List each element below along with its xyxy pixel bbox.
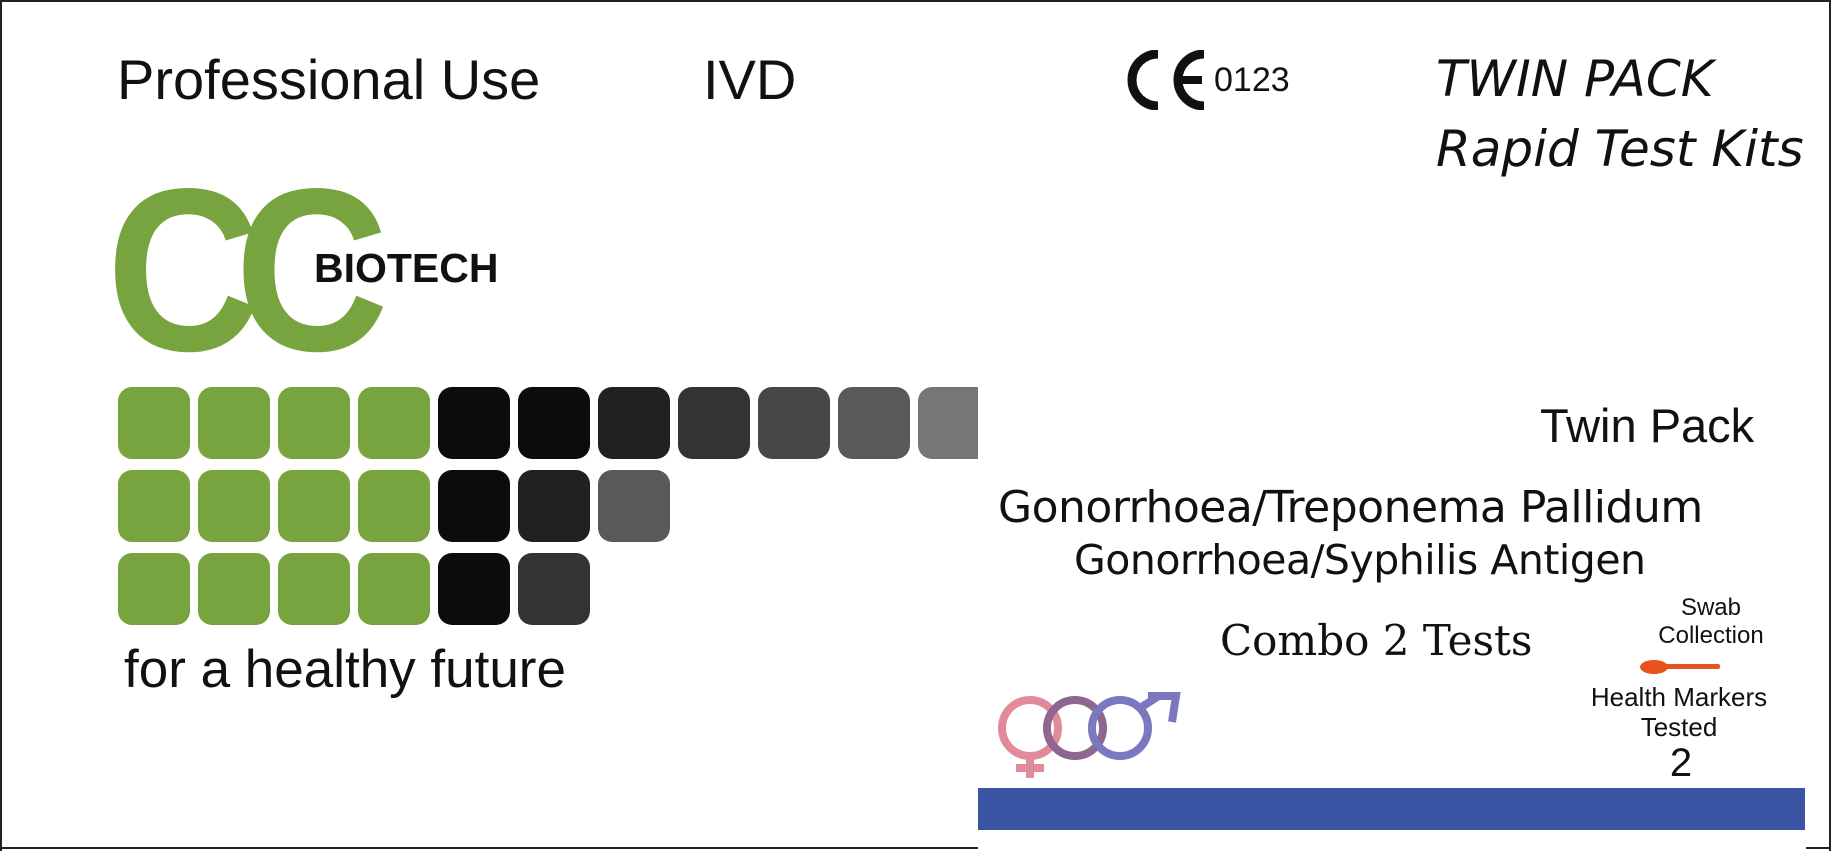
- logo-tile: [598, 387, 670, 459]
- combo-tests-label: Combo 2 Tests: [1220, 616, 1533, 665]
- logo-tile: [918, 387, 978, 459]
- logo-tile: [198, 387, 270, 459]
- accent-bar: [978, 788, 1805, 830]
- swab-collection-label: Swab Collection: [1606, 594, 1816, 650]
- kit-title-line-2: Rapid Test Kits: [1436, 120, 1804, 178]
- bottom-divider-end: [1806, 847, 1831, 849]
- logo-tile: [438, 470, 510, 542]
- logo-tile: [758, 387, 830, 459]
- markers-label-line-1: Health Markers: [1590, 682, 1768, 712]
- swab-icon: [1640, 660, 1720, 674]
- logo-tile: [438, 387, 510, 459]
- logo-tile: [518, 553, 590, 625]
- logo-tile: [598, 470, 670, 542]
- markers-label-line-2: Tested: [1640, 712, 1718, 742]
- logo-tile: [118, 553, 190, 625]
- logo-tile: [358, 553, 430, 625]
- swab-label-line-2: Collection: [1658, 622, 1764, 649]
- logo-tile: [198, 470, 270, 542]
- brand-tagline: for a healthy future: [124, 640, 566, 699]
- panel-name: Twin Pack: [1540, 399, 1755, 452]
- product-name-line-1: Gonorrhoea/Treponema Pallidum: [998, 482, 1703, 533]
- logo-tile: [118, 387, 190, 459]
- logo-tile-grid: [118, 387, 978, 625]
- kit-title: TWIN PACK Rapid Test Kits: [1436, 44, 1804, 184]
- logo-tile: [278, 387, 350, 459]
- logo-tile: [278, 553, 350, 625]
- logo-tile: [518, 387, 590, 459]
- health-markers-count: 2: [1669, 741, 1693, 785]
- swab-label-line-1: Swab: [1680, 594, 1742, 621]
- logo-tile: [838, 387, 910, 459]
- product-name-line-2: Gonorrhoea/Syphilis Antigen: [1074, 536, 1646, 584]
- logo-tile: [678, 387, 750, 459]
- professional-use-label: Professional Use: [117, 48, 541, 111]
- logo-tile: [198, 553, 270, 625]
- logo-word: BIOTECH: [314, 245, 499, 291]
- male-female-symbols-icon: [998, 692, 1181, 778]
- logo-tile: [118, 470, 190, 542]
- kit-title-line-1: TWIN PACK: [1436, 50, 1714, 108]
- logo-tile: [358, 387, 430, 459]
- logo-tile: [358, 470, 430, 542]
- ce-mark-icon: [1127, 50, 1205, 110]
- ivd-label: IVD: [703, 48, 797, 111]
- bottom-divider: [0, 847, 978, 849]
- logo-letters: CC: [110, 172, 383, 362]
- logo-tile: [518, 470, 590, 542]
- ce-notified-body-number: 0123: [1214, 61, 1290, 99]
- logo-tile: [278, 470, 350, 542]
- cc-biotech-logo: CC BIOTECH: [110, 172, 499, 362]
- logo-tile: [438, 553, 510, 625]
- health-markers-label: Health Markers Tested: [1566, 682, 1792, 742]
